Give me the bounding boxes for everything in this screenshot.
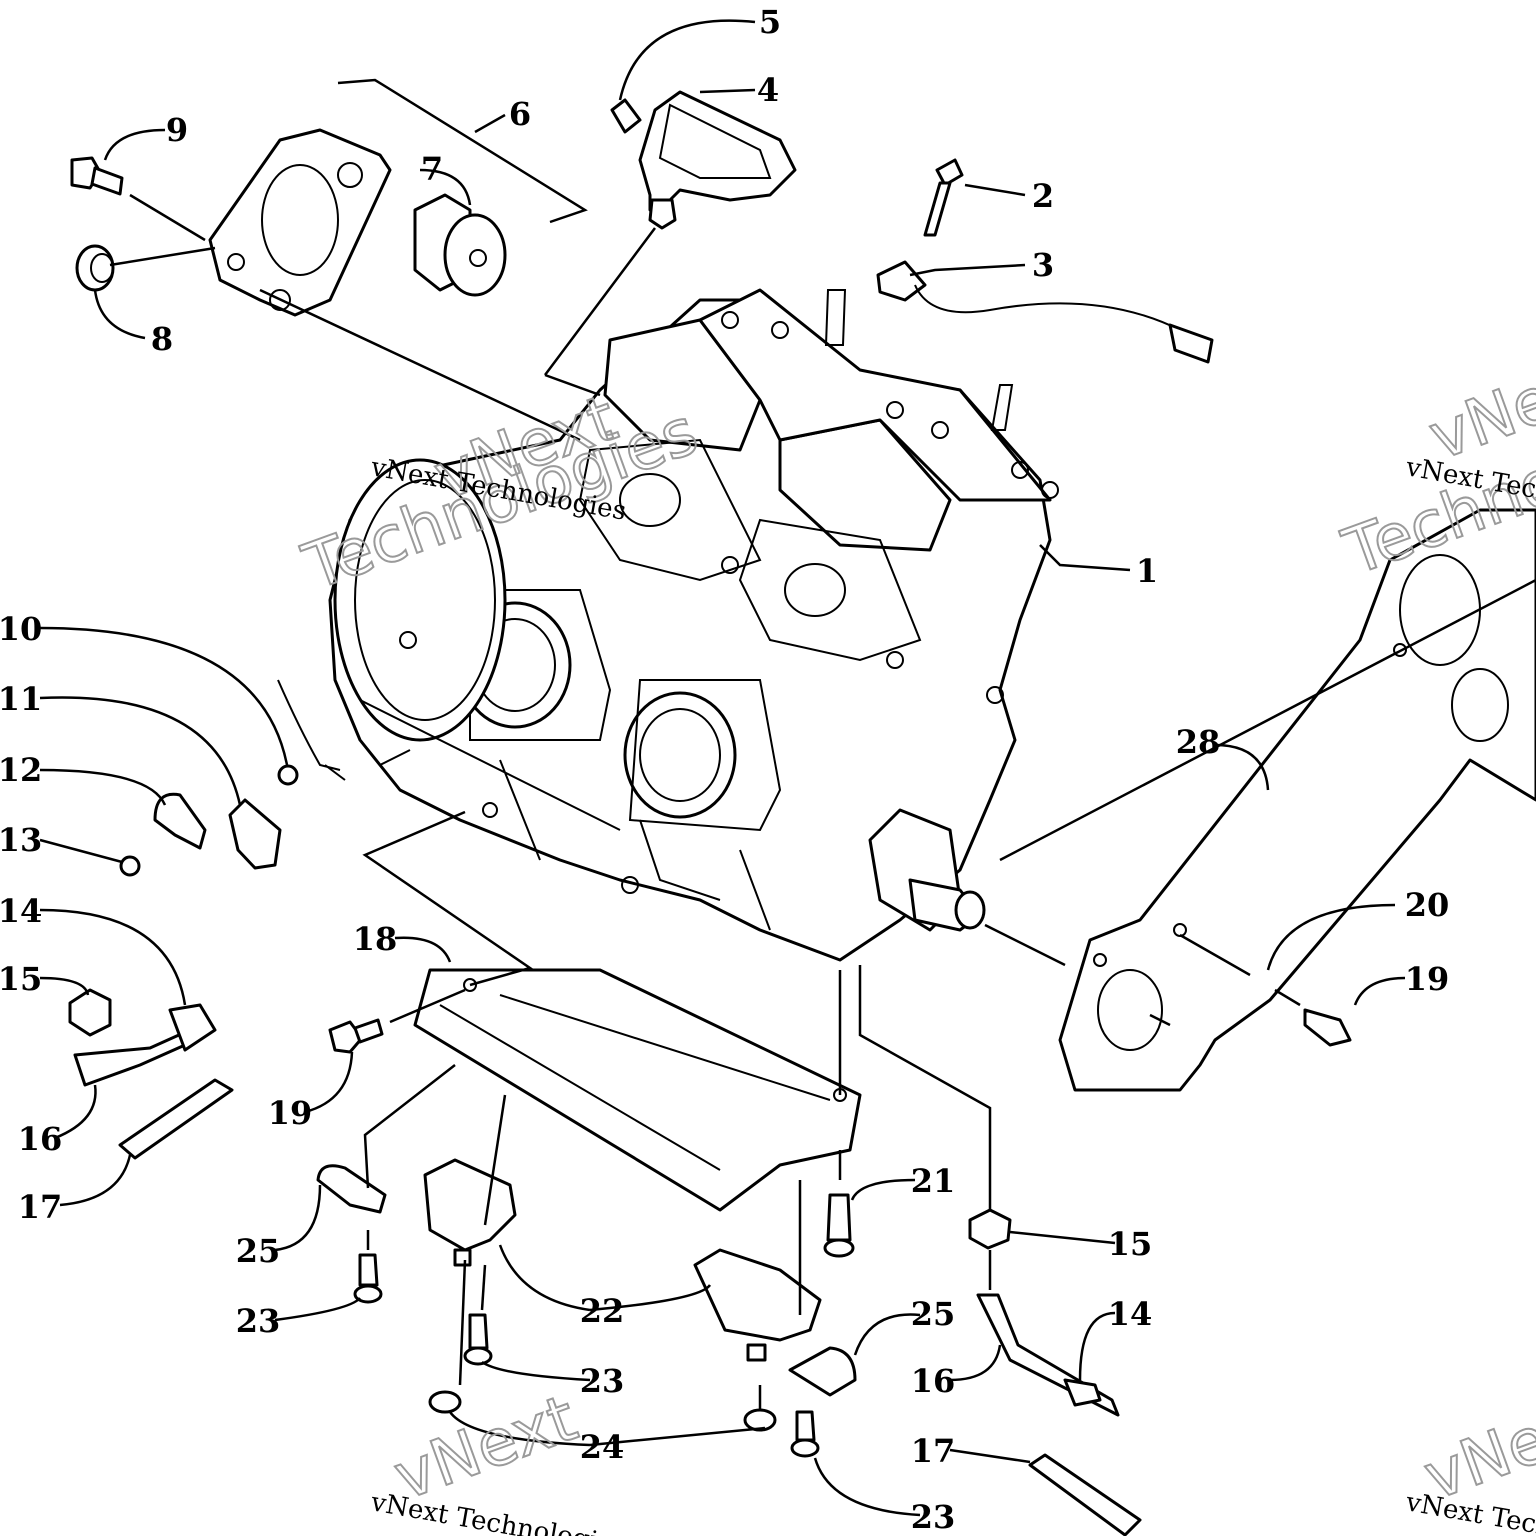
mount-plate-part-18 xyxy=(413,968,862,1212)
hose-group-left xyxy=(68,988,234,1160)
bolt-part-9 xyxy=(70,156,124,196)
hose-group-right xyxy=(968,1208,1142,1536)
leader-lines xyxy=(39,19,1536,1517)
nut-part-24 xyxy=(428,1390,777,1432)
callout-14-left: 14 xyxy=(0,892,42,930)
callout-24: 24 xyxy=(580,1428,625,1466)
pulley-part-7 xyxy=(413,193,507,297)
callout-19-right: 19 xyxy=(1405,960,1450,998)
sensor-part-3 xyxy=(876,260,1214,364)
callout-10: 10 xyxy=(0,610,42,648)
callout-18: 18 xyxy=(353,920,398,958)
bushing-part-8 xyxy=(75,244,115,292)
hardware-parts-10-13 xyxy=(119,679,346,877)
bolt-part-19 xyxy=(328,1008,1352,1054)
callout-1: 1 xyxy=(1136,552,1158,590)
callout-21: 21 xyxy=(911,1162,956,1200)
callout-23-b: 23 xyxy=(580,1362,625,1400)
callout-7: 7 xyxy=(421,150,443,188)
callout-28: 28 xyxy=(1176,723,1221,761)
callout-22: 22 xyxy=(580,1292,625,1330)
callout-25-right: 25 xyxy=(911,1295,956,1333)
callout-17-right: 17 xyxy=(911,1432,956,1470)
callout-17-left: 17 xyxy=(18,1188,63,1226)
callout-9: 9 xyxy=(166,111,188,149)
engine-plate-part-28 xyxy=(1058,508,1536,1092)
watermark-line-3: vNext Technologies xyxy=(368,1487,629,1536)
callout-labels: 1 2 3 4 5 6 7 8 9 10 11 12 13 14 15 16 1… xyxy=(0,3,1449,1536)
callout-6: 6 xyxy=(509,95,531,133)
callout-15-right: 15 xyxy=(1108,1225,1153,1263)
bolt-part-23 xyxy=(353,1253,820,1458)
engine-assembly xyxy=(328,288,1059,962)
callout-15-left: 15 xyxy=(0,960,42,998)
callout-12: 12 xyxy=(0,751,42,789)
callout-11: 11 xyxy=(0,680,42,718)
callout-20: 20 xyxy=(1405,886,1450,924)
callout-2: 2 xyxy=(1032,177,1054,215)
callout-14-right: 14 xyxy=(1108,1295,1153,1333)
callout-16-right: 16 xyxy=(911,1362,956,1400)
recoil-housing-part-6 xyxy=(208,128,392,317)
callout-5: 5 xyxy=(759,3,781,41)
callout-25-left: 25 xyxy=(236,1232,281,1270)
callout-4: 4 xyxy=(757,71,779,109)
callout-16-left: 16 xyxy=(18,1120,63,1158)
callout-19-left: 19 xyxy=(268,1094,313,1132)
tag-part-5 xyxy=(610,98,642,134)
clamp-part-25 xyxy=(316,1164,857,1397)
starter-handle-part-4 xyxy=(638,90,797,230)
callout-3: 3 xyxy=(1032,246,1054,284)
callout-8: 8 xyxy=(151,320,173,358)
callout-13: 13 xyxy=(0,821,42,859)
callout-23-c: 23 xyxy=(911,1498,956,1536)
callout-23-a: 23 xyxy=(236,1302,281,1340)
bolt-part-21 xyxy=(823,1193,855,1258)
bolt-part-2 xyxy=(923,158,964,237)
